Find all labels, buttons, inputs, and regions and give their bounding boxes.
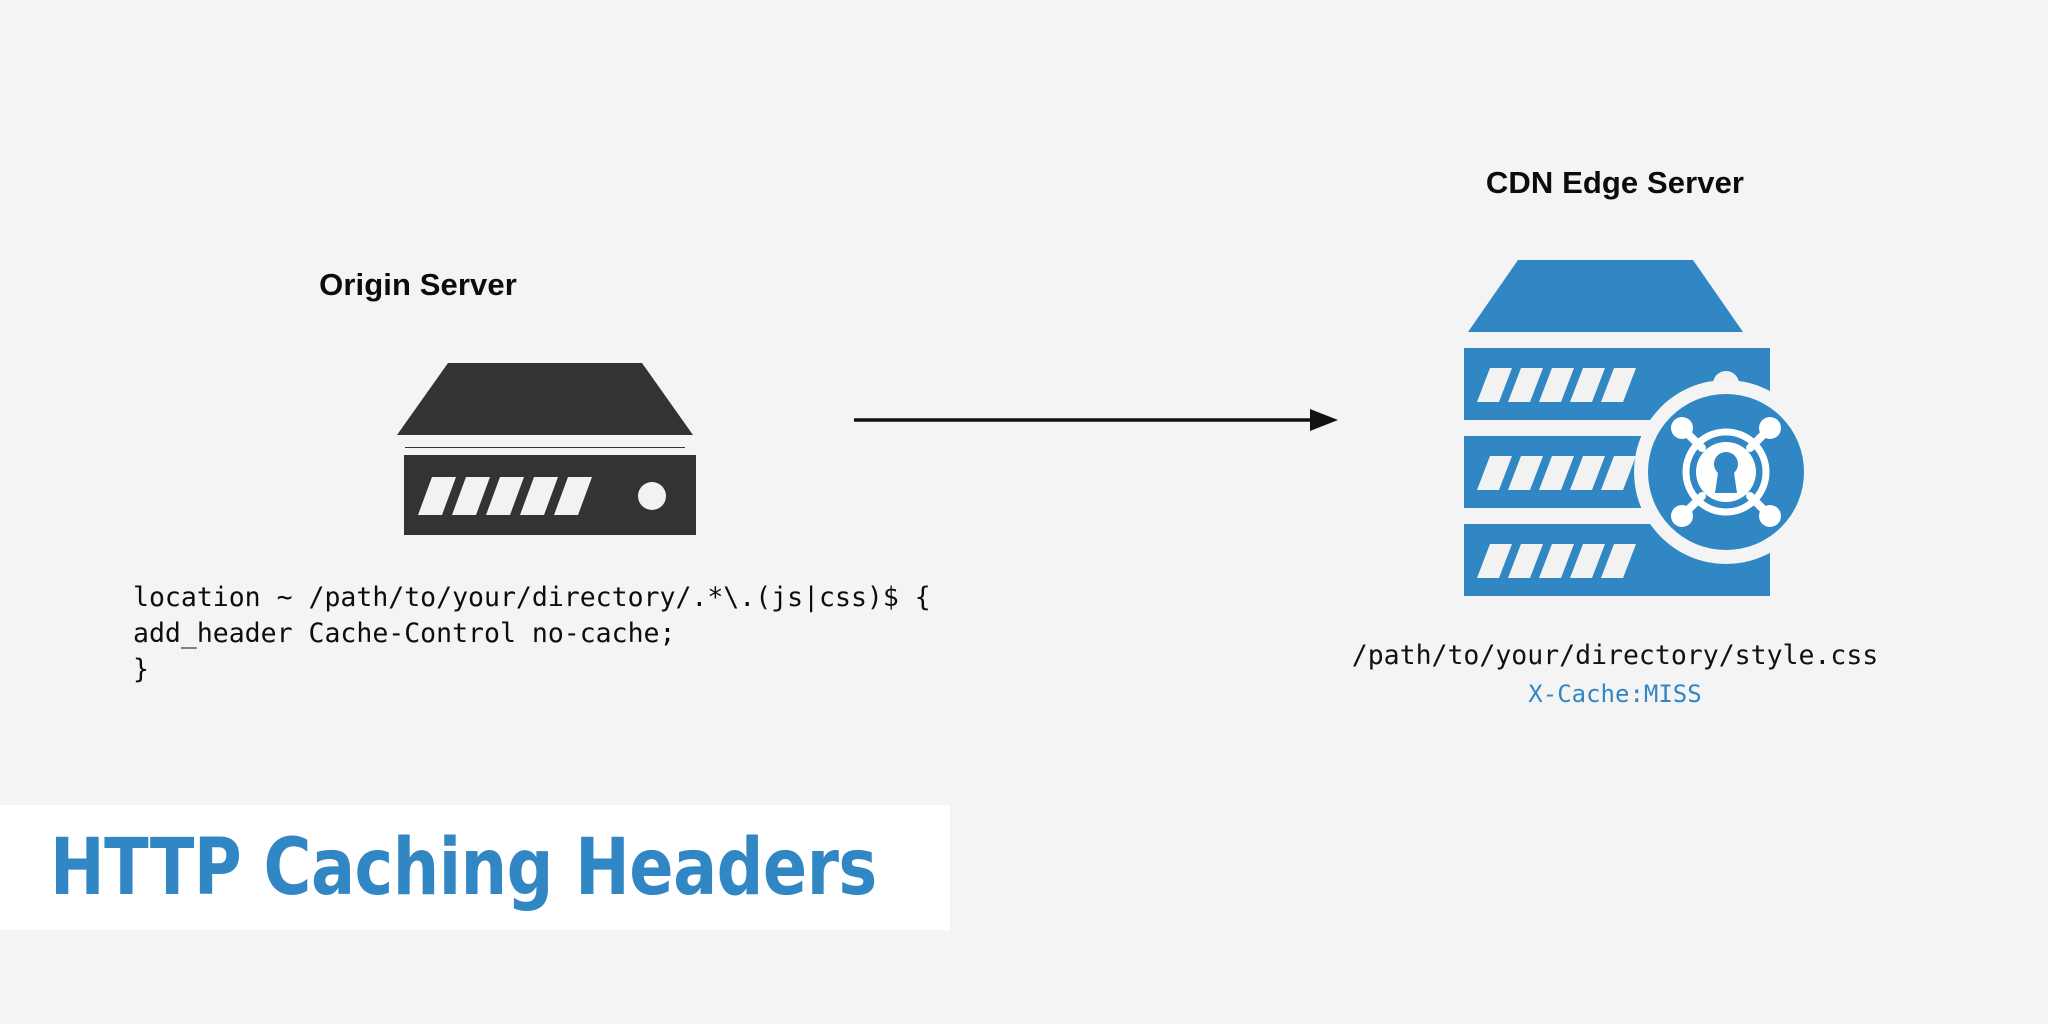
footer-title-band (0, 805, 950, 930)
origin-nginx-config-code: location ~ /path/to/your/directory/.*\.(… (133, 582, 931, 685)
rack-vent-slashes (418, 477, 592, 515)
origin-server-icon (385, 355, 705, 465)
cdn-edge-server-icon (1450, 250, 1810, 630)
badge-keyhole (1714, 452, 1738, 493)
arrow-right-icon (854, 409, 1338, 431)
cdn-cache-status-header: X-Cache:MISS (1528, 680, 1702, 708)
cdn-rack-vents-1 (1477, 368, 1636, 402)
footer-title-label: HTTP Caching Headers (50, 823, 877, 913)
badge-network-nodes (1671, 417, 1781, 527)
origin-server-rack (390, 455, 710, 540)
cdn-rack-vents-3 (1477, 544, 1636, 578)
rack-status-led (638, 482, 666, 510)
origin-server-rack-edge (405, 447, 685, 448)
cdn-rack-status-led (1713, 371, 1739, 397)
cdn-edge-server-title: CDN Edge Server (1470, 165, 1760, 201)
cdn-response-path: /path/to/your/directory/style.css (1351, 640, 1879, 671)
security-lock-network-icon (1648, 394, 1804, 550)
server-rack-bar-icon (404, 455, 696, 535)
badge-ring (1682, 428, 1770, 516)
arrow-head (1310, 409, 1338, 431)
cdn-edge-server-title-label: CDN Edge Server (1485, 165, 1745, 200)
origin-server-title-label: Origin Server (319, 267, 517, 302)
flow-arrow (852, 405, 1342, 435)
origin-server-title: Origin Server (293, 267, 543, 303)
server-rack-icon (397, 363, 693, 448)
cdn-rack-vents-2 (1477, 456, 1636, 490)
cdn-server-top-panel (1468, 260, 1743, 332)
origin-server-top-panel (397, 363, 693, 435)
server-rack-secure-icon (1464, 260, 1804, 596)
